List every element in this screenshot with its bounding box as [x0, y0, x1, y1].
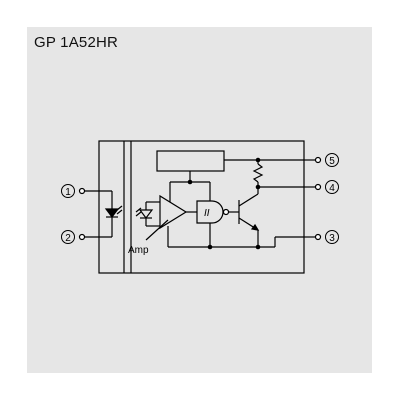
- schmitt-symbol: II: [204, 208, 210, 219]
- pin-2: 2: [61, 230, 112, 244]
- pull-up-resistor: [252, 157, 264, 190]
- pin-5-label: 5: [329, 156, 335, 167]
- package-outline: [98, 140, 305, 274]
- pin-4: 4: [314, 180, 339, 194]
- voltage-regulator-block: [156, 150, 225, 172]
- diagram-panel: [27, 27, 372, 373]
- led-emitter: [104, 191, 123, 237]
- pin-3-label: 3: [329, 233, 335, 244]
- pin-4-label: 4: [329, 183, 335, 194]
- pin-2-label: 2: [65, 233, 71, 244]
- output-transistor: [238, 187, 260, 237]
- photodiode: [135, 201, 160, 227]
- pin-3: 3: [314, 230, 339, 244]
- pin-1: 1: [61, 184, 112, 198]
- schmitt-trigger: II: [186, 200, 239, 224]
- pin-1-label: 1: [65, 187, 71, 198]
- part-number-title: GP 1A52HR: [34, 34, 119, 51]
- amp-label: Amp: [128, 245, 149, 256]
- pin-5: 5: [314, 153, 339, 167]
- amplifier: [145, 194, 188, 241]
